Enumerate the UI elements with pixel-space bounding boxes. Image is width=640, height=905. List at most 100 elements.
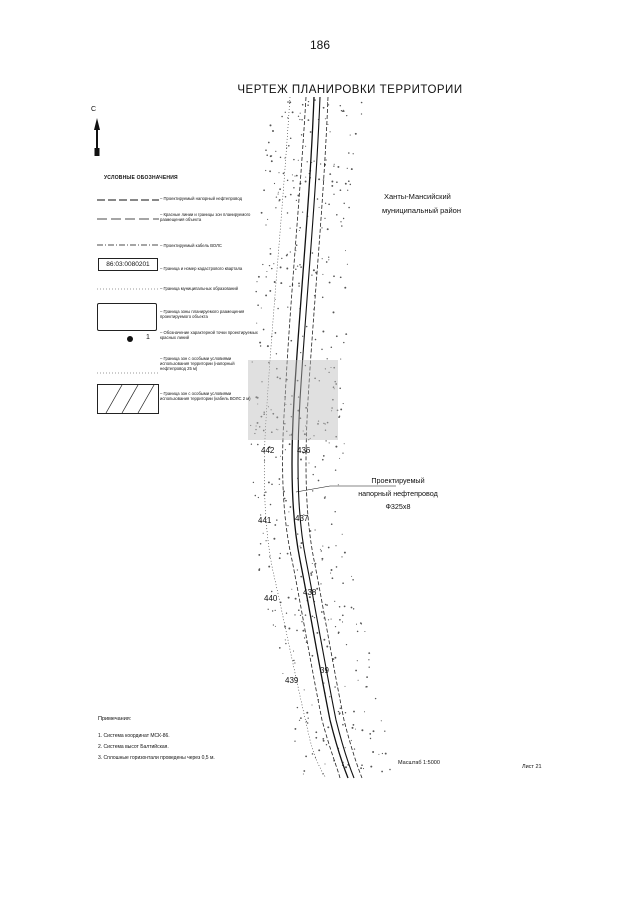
terrain-dot xyxy=(303,637,306,639)
terrain-dot xyxy=(349,183,352,186)
terrain-dot xyxy=(287,101,289,103)
terrain-dot xyxy=(254,494,257,497)
red-line-left xyxy=(282,96,341,779)
terrain-dot xyxy=(331,410,333,412)
terrain-dot xyxy=(274,299,276,300)
terrain-dot xyxy=(285,403,287,406)
legend-item-pipeline: – Проектируемый напорный нефтепровод xyxy=(160,196,243,201)
legend-swatch-fiber-cable xyxy=(97,244,159,246)
terrain-dot xyxy=(316,631,319,634)
terrain-dot xyxy=(299,118,301,121)
terrain-dot xyxy=(326,645,329,648)
terrain-dot xyxy=(278,478,281,480)
terrain-dot xyxy=(277,191,279,193)
terrain-dot xyxy=(322,739,325,742)
terrain-dot xyxy=(345,766,347,769)
terrain-dot xyxy=(314,377,316,380)
terrain-dot xyxy=(319,163,322,165)
terrain-dot xyxy=(368,666,370,668)
terrain-dot xyxy=(258,426,261,428)
terrain-dot xyxy=(315,272,317,274)
terrain-dot xyxy=(278,483,280,485)
terrain-dot xyxy=(335,383,338,385)
terrain-dot xyxy=(282,172,285,175)
terrain-dot xyxy=(255,396,258,399)
terrain-dot xyxy=(344,685,346,687)
terrain-dot xyxy=(273,182,276,185)
terrain-dot xyxy=(322,545,324,547)
terrain-dot xyxy=(341,614,344,617)
terrain-dot xyxy=(282,672,284,675)
terrain-dot xyxy=(286,430,288,432)
terrain-dot xyxy=(279,377,282,380)
terrain-dot xyxy=(285,642,287,645)
terrain-dot xyxy=(352,153,354,155)
terrain-dot xyxy=(273,537,276,540)
terrain-dot xyxy=(336,181,338,183)
terrain-dot xyxy=(311,562,313,565)
terrain-dot xyxy=(291,588,293,590)
terrain-dot xyxy=(289,101,292,104)
terrain-dot xyxy=(311,490,314,492)
terrain-dot xyxy=(343,551,346,554)
legend-item-fiber-cable: – Проектируемый кабель ВОЛС xyxy=(160,243,222,248)
terrain-dot xyxy=(329,131,331,133)
terrain-dot xyxy=(303,514,305,516)
terrain-dot xyxy=(370,765,373,768)
terrain-dot xyxy=(369,737,372,740)
terrain-dot xyxy=(289,227,291,229)
terrain-dot xyxy=(321,348,323,351)
terrain-dot xyxy=(269,248,271,250)
terrain-dot xyxy=(300,266,302,268)
terrain-dot xyxy=(319,548,321,550)
terrain-dot xyxy=(342,217,345,220)
terrain-dot xyxy=(341,225,343,227)
terrain-dot xyxy=(333,165,335,167)
terrain-dot xyxy=(304,364,307,367)
terrain-dot xyxy=(338,605,341,608)
terrain-dot xyxy=(340,358,342,360)
terrain-dot xyxy=(357,679,359,681)
terrain-dot xyxy=(321,258,323,260)
terrain-dot xyxy=(374,697,377,700)
terrain-dot xyxy=(260,415,263,418)
terrain-dot xyxy=(330,366,332,369)
terrain-dot xyxy=(285,499,287,502)
terrain-dot xyxy=(345,643,348,646)
terrain-dot xyxy=(335,566,338,568)
terrain-dot xyxy=(299,263,301,266)
terrain-dot xyxy=(270,160,273,163)
terrain-dot xyxy=(360,113,363,115)
terrain-dot xyxy=(293,158,295,161)
terrain-dot xyxy=(302,430,304,432)
terrain-dot xyxy=(284,422,286,425)
terrain-dot xyxy=(342,582,344,584)
point-label: 39 xyxy=(320,666,329,675)
terrain-dot xyxy=(297,159,299,161)
terrain-dot xyxy=(344,747,346,749)
terrain-dot xyxy=(324,368,327,370)
terrain-dot xyxy=(252,481,255,484)
terrain-dot xyxy=(321,557,324,560)
terrain-dot xyxy=(266,154,268,156)
terrain-dot xyxy=(372,751,375,753)
note-item: 2. Система высот Балтийская. xyxy=(98,744,169,750)
terrain-dot xyxy=(263,189,265,192)
terrain-dot xyxy=(333,388,335,390)
terrain-dot xyxy=(251,361,253,363)
terrain-dot xyxy=(286,253,288,256)
terrain-dot xyxy=(257,443,259,446)
terrain-dot xyxy=(310,574,313,576)
terrain-dot xyxy=(283,497,286,500)
legend-item-placement-zone: – Граница зоны планируемого размещения п… xyxy=(160,309,245,319)
note-item: 1. Система координат МСК-86. xyxy=(98,733,170,739)
terrain-dot xyxy=(311,571,314,573)
terrain-dot xyxy=(311,704,313,706)
terrain-dot xyxy=(274,609,276,612)
terrain-dot xyxy=(288,511,290,513)
terrain-dot xyxy=(296,379,299,382)
terrain-dot xyxy=(342,403,344,405)
terrain-dot xyxy=(306,722,309,724)
terrain-dot xyxy=(300,351,302,354)
